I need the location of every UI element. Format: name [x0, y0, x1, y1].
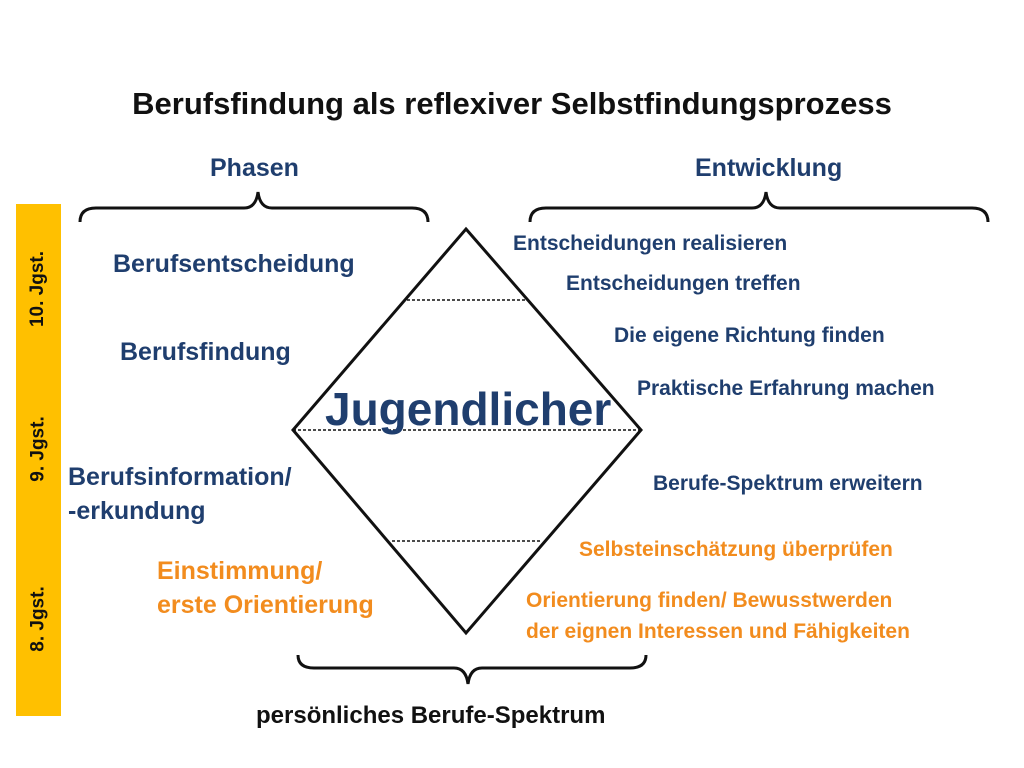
diamond: [291, 226, 643, 636]
brace-entwicklung: [528, 191, 990, 223]
phase-berufsinformation-line1: Berufsinformation/: [68, 463, 292, 491]
dev-selbsteinschaetzung: Selbsteinschätzung überprüfen: [579, 538, 893, 561]
grade-bar: 10. Jgst. 9. Jgst. 8. Jgst.: [16, 204, 61, 716]
grade-8: 8. Jgst.: [27, 586, 49, 652]
phase-berufsinformation-line2: -erkundung: [68, 497, 206, 525]
dev-berufe-spektrum: Berufe-Spektrum erweitern: [653, 472, 923, 495]
dev-eigene-richtung: Die eigene Richtung finden: [614, 324, 885, 347]
grade-9: 9. Jgst.: [27, 416, 49, 482]
phase-einstimmung-line2: erste Orientierung: [157, 591, 374, 619]
footer-berufe-spektrum: persönliches Berufe-Spektrum: [256, 702, 606, 729]
center-label: Jugendlicher: [325, 383, 612, 435]
dev-entscheidungen-realisieren: Entscheidungen realisieren: [513, 232, 788, 255]
dev-praktische-erfahrung: Praktische Erfahrung machen: [637, 377, 935, 400]
phase-berufsentscheidung: Berufsentscheidung: [113, 250, 355, 278]
brace-phasen: [78, 191, 430, 223]
dev-orientierung-line1: Orientierung finden/ Bewusstwerden: [526, 589, 893, 612]
dev-orientierung-line2: der eignen Interessen und Fähigkeiten: [526, 620, 910, 643]
dev-entscheidungen-treffen: Entscheidungen treffen: [566, 272, 801, 295]
phase-berufsfindung: Berufsfindung: [120, 338, 291, 366]
brace-berufe-spektrum: [296, 654, 648, 685]
header-entwicklung: Entwicklung: [695, 154, 843, 182]
phase-einstimmung-line1: Einstimmung/: [157, 557, 323, 585]
header-phasen: Phasen: [210, 154, 299, 182]
grade-10: 10. Jgst.: [27, 250, 49, 328]
page-title: Berufsfindung als reflexiver Selbstfindu…: [132, 86, 892, 121]
